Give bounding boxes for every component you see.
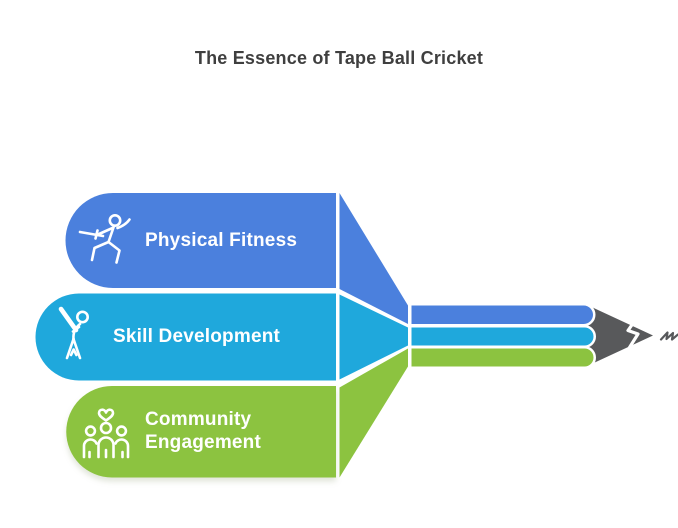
- pencil-crack: [626, 318, 640, 350]
- stripe-skill-development: [411, 327, 594, 346]
- label-community-engagement: Community Engagement: [145, 409, 262, 453]
- community-icon: [82, 408, 130, 459]
- banner-physical-fitness: [65, 193, 337, 288]
- stripe-physical-fitness: [411, 305, 593, 324]
- taper-physical-fitness: [339, 193, 408, 324]
- taper-skill-development: [339, 294, 408, 380]
- tip-scribble-icon: [659, 331, 678, 341]
- fencer-icon: [78, 214, 131, 264]
- banner-community-engagement: [66, 386, 336, 478]
- label-skill-development: Skill Development: [113, 326, 281, 347]
- taper-community-engagement: [339, 348, 408, 478]
- pencil-tip: [584, 303, 653, 368]
- banner-skill-development: [35, 293, 336, 381]
- label-physical-fitness: Physical Fitness: [145, 230, 298, 251]
- stripe-community-engagement: [411, 348, 594, 367]
- page-title: The Essence of Tape Ball Cricket: [194, 48, 484, 68]
- batter-icon: [58, 306, 89, 360]
